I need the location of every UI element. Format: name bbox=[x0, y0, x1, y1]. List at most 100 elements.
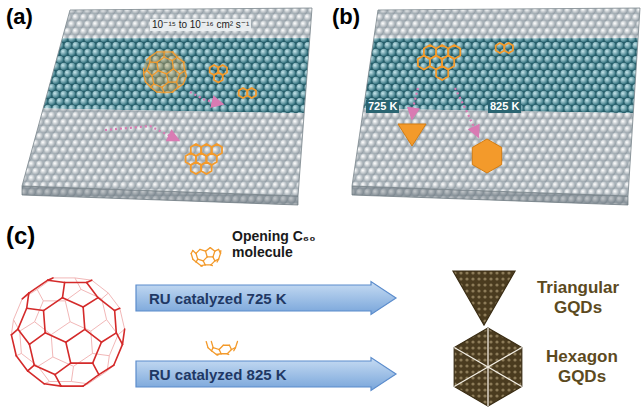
cage-bond bbox=[18, 308, 27, 329]
triangle-flake bbox=[398, 124, 426, 146]
cage-bond bbox=[115, 308, 120, 310]
cage-bond bbox=[196, 262, 201, 266]
hexagon-spoke bbox=[487, 328, 488, 367]
cage-bond bbox=[196, 253, 198, 259]
cage-bond bbox=[185, 71, 187, 76]
cage-bond bbox=[66, 342, 71, 363]
cage-bond bbox=[210, 248, 215, 252]
process-arrow: RU catalyzed 725 K bbox=[135, 281, 397, 315]
cage-bond bbox=[157, 92, 164, 93]
cage-bond bbox=[44, 311, 46, 333]
panel-letter: (c) bbox=[6, 222, 35, 250]
cage-bond bbox=[184, 62, 185, 70]
cage-bond-back bbox=[37, 289, 43, 300]
product-label: Triangular GQDs bbox=[524, 278, 632, 317]
cage-bond bbox=[147, 70, 152, 75]
cage-bond bbox=[208, 348, 211, 351]
panel-b-art bbox=[352, 8, 640, 205]
cage-bond-back bbox=[71, 366, 73, 381]
carbon-ring bbox=[201, 162, 211, 174]
surface-band bbox=[352, 109, 633, 196]
cage-bond-back bbox=[51, 335, 53, 357]
cage-bond-back bbox=[75, 278, 81, 289]
cage-bond bbox=[211, 261, 215, 265]
surface-band bbox=[62, 8, 312, 38]
cage-bond bbox=[152, 71, 158, 76]
cage-bond bbox=[211, 264, 212, 266]
panel-letter: (b) bbox=[332, 4, 360, 29]
cage-bond bbox=[172, 60, 173, 68]
carbon-ring bbox=[214, 73, 223, 83]
cage-bond bbox=[211, 351, 216, 355]
cage-bond bbox=[219, 345, 223, 349]
cage-bond bbox=[66, 329, 85, 342]
surface-band bbox=[43, 38, 310, 113]
surface-band bbox=[374, 8, 640, 38]
cage-bond bbox=[122, 329, 124, 344]
cage-bond bbox=[151, 84, 154, 87]
cage-bond-back bbox=[38, 357, 53, 366]
gqd-shape bbox=[452, 327, 524, 407]
slab-outline bbox=[352, 8, 640, 196]
cage-bond bbox=[28, 365, 35, 371]
cage-bond bbox=[172, 57, 177, 60]
cage-bond bbox=[62, 282, 64, 297]
process-arrow: RU catalyzed 825 K bbox=[135, 357, 397, 391]
cage-bond bbox=[144, 74, 146, 82]
cage-bond-back bbox=[21, 353, 38, 366]
cage-bond-back bbox=[70, 322, 91, 331]
cage-bond bbox=[213, 251, 215, 257]
cage-bond bbox=[83, 298, 98, 307]
cage-bond bbox=[152, 76, 154, 84]
cage-bond bbox=[221, 353, 227, 354]
diffusion-path bbox=[455, 88, 478, 136]
hexagon-spoke bbox=[487, 367, 488, 406]
cage-bond bbox=[191, 253, 193, 259]
cage-bond bbox=[28, 371, 45, 384]
cage-bond-back bbox=[92, 353, 109, 355]
cage-bond bbox=[172, 52, 177, 57]
cage-bond bbox=[162, 87, 164, 92]
carbon-ring bbox=[496, 43, 505, 53]
cage-bond bbox=[196, 249, 200, 253]
cage-bond bbox=[87, 280, 92, 282]
cage-bond bbox=[176, 74, 179, 82]
cage-bond bbox=[16, 356, 27, 371]
cage-bond bbox=[219, 249, 221, 253]
cage-bond bbox=[115, 311, 117, 333]
cage-bond bbox=[158, 71, 166, 74]
cage-bond bbox=[150, 62, 157, 63]
annotation: 10⁻¹⁵ to 10⁻¹⁶ cm² s⁻¹ bbox=[150, 19, 251, 31]
cage-bond bbox=[206, 342, 208, 348]
surface-band bbox=[22, 109, 304, 196]
panel-label: (a) bbox=[6, 4, 33, 29]
cage-bond bbox=[203, 257, 207, 261]
cage-bond bbox=[85, 329, 102, 342]
arrow-label: RU catalyzed 825 K bbox=[135, 366, 287, 383]
panel-a-art bbox=[22, 8, 312, 205]
panel-label: 825 K bbox=[488, 96, 521, 114]
c60-shadow bbox=[143, 50, 187, 94]
cage-bond bbox=[227, 349, 231, 353]
cage-bond bbox=[178, 84, 183, 87]
cage-bond bbox=[206, 251, 208, 257]
cage-bond bbox=[18, 329, 29, 344]
hexagon-spoke bbox=[454, 367, 488, 387]
cage-bond bbox=[166, 69, 173, 74]
cage-bond bbox=[34, 365, 55, 374]
cage-bond bbox=[55, 375, 61, 386]
arrow-body bbox=[136, 358, 396, 391]
cage-bond bbox=[235, 341, 237, 347]
cage-bond bbox=[157, 62, 158, 70]
cage-bond bbox=[172, 92, 173, 93]
diffusion-path bbox=[105, 126, 178, 140]
arrow-label: RU catalyzed 725 K bbox=[135, 290, 287, 307]
triangle-gqd bbox=[453, 271, 515, 325]
cage-bond-back bbox=[74, 353, 93, 366]
panel-label: (b) bbox=[332, 4, 360, 29]
cage-bond bbox=[147, 62, 150, 70]
hexagon-spoke bbox=[454, 348, 488, 368]
cage-bond bbox=[168, 82, 176, 83]
cage-bond bbox=[145, 82, 150, 87]
